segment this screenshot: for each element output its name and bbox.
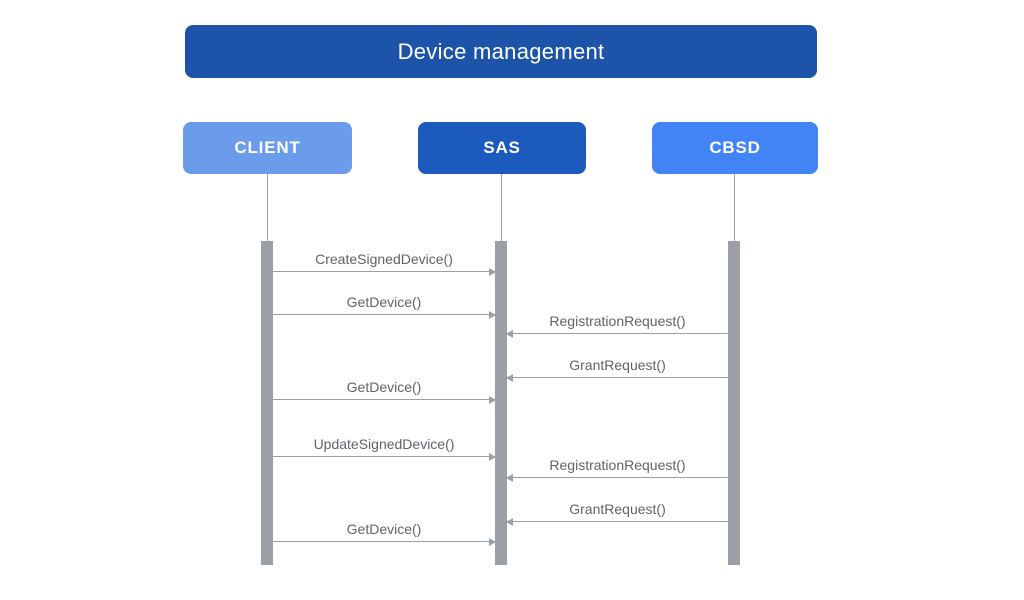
message-arrow xyxy=(273,311,496,319)
arrowhead-right-icon xyxy=(489,453,496,461)
message-arrow xyxy=(273,396,496,404)
message-label: GrantRequest() xyxy=(569,501,666,517)
arrowhead-right-icon xyxy=(489,396,496,404)
actor-sas-label: SAS xyxy=(483,138,521,157)
message-arrow xyxy=(273,268,496,276)
message-update-signed-device: UpdateSignedDevice() xyxy=(273,435,496,461)
message-registration-request-1: RegistrationRequest() xyxy=(506,312,728,338)
lifeline-client xyxy=(267,174,268,241)
arrowhead-right-icon xyxy=(489,311,496,319)
message-label: GetDevice() xyxy=(346,294,422,310)
message-grant-request-2: GrantRequest() xyxy=(506,500,728,526)
actor-client: CLIENT xyxy=(183,122,352,174)
arrowhead-right-icon xyxy=(489,268,496,276)
message-arrow xyxy=(506,330,728,338)
message-get-device-1: GetDevice() xyxy=(273,293,496,319)
arrowhead-left-icon xyxy=(506,474,513,482)
message-registration-request-2: RegistrationRequest() xyxy=(506,456,728,482)
message-arrow xyxy=(273,453,496,461)
message-create-signed-device: CreateSignedDevice() xyxy=(273,250,496,276)
message-label: GrantRequest() xyxy=(569,357,666,373)
arrowhead-left-icon xyxy=(506,518,513,526)
activation-bar-sas xyxy=(495,241,507,565)
actor-client-label: CLIENT xyxy=(234,138,301,157)
actor-cbsd: CBSD xyxy=(652,122,818,174)
message-arrow xyxy=(506,474,728,482)
message-arrow xyxy=(506,518,728,526)
diagram-title: Device management xyxy=(185,25,817,78)
message-get-device-2: GetDevice() xyxy=(273,378,496,404)
message-grant-request-1: GrantRequest() xyxy=(506,356,728,382)
lifeline-cbsd xyxy=(734,174,735,241)
message-label: RegistrationRequest() xyxy=(549,457,686,473)
message-arrow xyxy=(273,538,496,546)
arrowhead-right-icon xyxy=(489,538,496,546)
message-arrow xyxy=(506,374,728,382)
lifeline-sas xyxy=(501,174,502,241)
message-get-device-3: GetDevice() xyxy=(273,520,496,546)
message-label: GetDevice() xyxy=(346,521,422,537)
message-label: GetDevice() xyxy=(346,379,422,395)
message-label: CreateSignedDevice() xyxy=(315,251,453,267)
arrowhead-left-icon xyxy=(506,374,513,382)
message-label: UpdateSignedDevice() xyxy=(313,436,455,452)
activation-bar-client xyxy=(261,241,273,565)
actor-cbsd-label: CBSD xyxy=(709,138,761,157)
activation-bar-cbsd xyxy=(728,241,740,565)
message-label: RegistrationRequest() xyxy=(549,313,686,329)
actor-sas: SAS xyxy=(418,122,586,174)
arrowhead-left-icon xyxy=(506,330,513,338)
